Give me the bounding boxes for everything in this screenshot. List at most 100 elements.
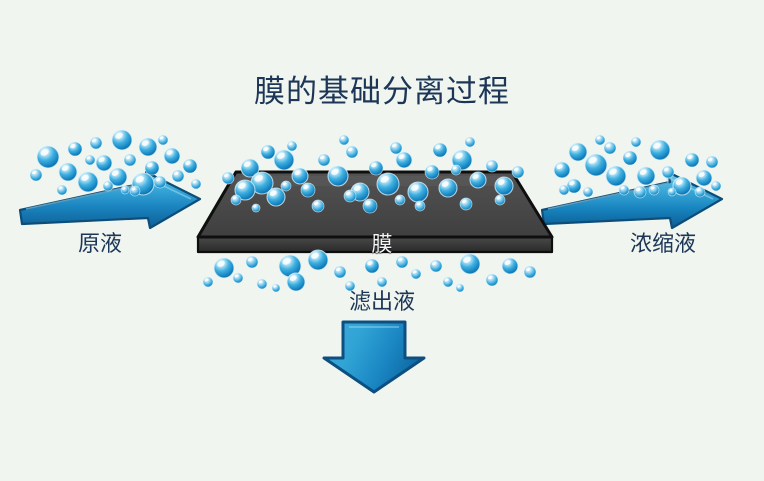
bubble <box>95 154 113 172</box>
bubble <box>710 180 722 192</box>
bubble <box>442 276 454 288</box>
bubble <box>280 180 292 192</box>
concentrate-label: 浓缩液 <box>629 232 696 257</box>
bubble <box>56 184 68 196</box>
bubble <box>29 168 43 182</box>
bubble <box>464 136 476 148</box>
bubble <box>568 142 588 162</box>
bubble <box>389 141 403 155</box>
bubble <box>266 187 286 207</box>
bubble <box>695 169 713 187</box>
bubble <box>58 162 78 182</box>
bubble <box>459 197 473 211</box>
bubble <box>271 283 281 293</box>
bubble <box>317 153 331 167</box>
bubble <box>213 257 235 279</box>
bubble <box>327 165 349 187</box>
bubble <box>395 255 409 269</box>
bubble <box>307 249 329 271</box>
bubble <box>603 141 617 155</box>
permeate-label: 滤出液 <box>348 290 415 315</box>
bubble <box>459 253 481 275</box>
bubble <box>438 178 458 198</box>
bubble <box>684 152 700 168</box>
bubble <box>584 153 608 177</box>
bubble <box>649 139 671 161</box>
membrane-top-bubbles <box>221 134 525 214</box>
bubble <box>144 160 160 176</box>
bubble <box>344 280 356 292</box>
bubble <box>661 165 675 179</box>
bubble <box>501 257 519 275</box>
bubble <box>232 272 244 284</box>
permeate-bubbles <box>202 249 537 293</box>
bubble <box>273 149 295 171</box>
bubble <box>171 169 185 183</box>
bubble <box>694 186 706 198</box>
bubble <box>153 175 167 189</box>
bubble <box>450 164 462 176</box>
bubble <box>138 137 158 157</box>
bubble <box>256 278 268 290</box>
bubble <box>300 182 316 198</box>
bubble <box>345 145 359 159</box>
bubble <box>240 158 260 178</box>
concentrate-arrow <box>540 170 724 230</box>
concentrate-bubbles <box>553 134 722 199</box>
bubble <box>286 140 298 152</box>
bubble <box>429 259 443 273</box>
bubble <box>278 254 302 278</box>
bubble <box>362 198 378 214</box>
bubble <box>311 199 325 213</box>
bubble <box>245 255 259 269</box>
bubble <box>636 166 656 186</box>
bubble <box>364 258 380 274</box>
bubble <box>250 171 274 195</box>
bubble <box>182 158 198 174</box>
feed-bubbles <box>29 129 202 197</box>
bubble <box>594 134 606 146</box>
bubble <box>84 154 96 166</box>
bubble <box>120 185 130 195</box>
bubble <box>395 151 413 169</box>
bubble <box>553 161 571 179</box>
bubble <box>234 179 256 201</box>
bubble <box>368 160 384 176</box>
bubble <box>394 194 406 206</box>
bubble <box>108 167 128 187</box>
bubble <box>558 184 570 196</box>
bubble <box>414 200 426 212</box>
bubble <box>582 186 594 198</box>
bubble <box>432 142 448 158</box>
bubble <box>286 272 306 292</box>
permeate-arrow <box>322 320 426 394</box>
bubble <box>407 181 429 203</box>
bubble <box>230 194 242 206</box>
bubble <box>523 265 537 279</box>
page-title: 膜的基础分离过程 <box>254 74 510 110</box>
bubble <box>605 165 627 187</box>
bubble <box>511 165 525 179</box>
bubble <box>111 129 133 151</box>
bubble <box>77 171 99 193</box>
bubble <box>163 147 181 165</box>
bubble <box>424 164 440 180</box>
bubble <box>260 144 276 160</box>
bubble <box>672 176 692 196</box>
bubble <box>129 185 141 197</box>
bubble <box>705 155 719 169</box>
bubble <box>333 265 347 279</box>
bubble <box>630 136 642 148</box>
bubble <box>343 189 357 203</box>
bubble <box>485 273 499 287</box>
bubble <box>494 176 514 196</box>
bubble <box>618 184 630 196</box>
bubble <box>190 178 202 190</box>
feed-label: 原液 <box>77 232 122 257</box>
bubble <box>376 276 388 288</box>
bubble <box>221 171 235 185</box>
bubble <box>36 145 60 169</box>
bubble <box>622 150 638 166</box>
